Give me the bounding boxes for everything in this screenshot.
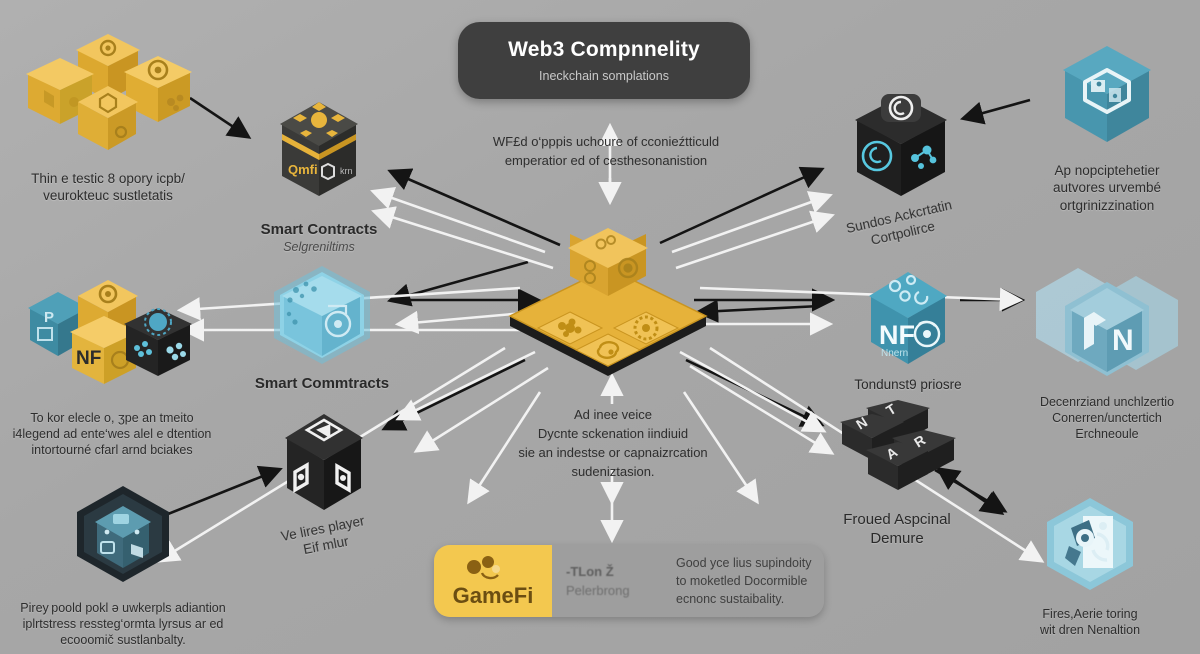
svg-text:NF: NF [879, 320, 915, 350]
svg-text:krn: krn [340, 166, 353, 176]
light-blue-robot-hex-icon [1047, 498, 1133, 590]
svg-text:Qmfi: Qmfi [288, 162, 318, 177]
node-label: Ve lires player Eif mlur [279, 513, 366, 558]
node-gold-cubes-cluster[interactable]: Thin e testic 8 opory icpb/ veurokteuc s… [8, 28, 208, 205]
svg-text:NF: NF [76, 348, 101, 369]
node-ve-lires-player[interactable]: Ve lires player Eif mlur [260, 406, 388, 557]
svg-text:N: N [1112, 324, 1134, 357]
banner-body-panel: -TLon Ž Pelerbrong Good yce lius supindo… [552, 545, 824, 617]
node-smart-contracts-dark[interactable]: Qmfi krn Smart Contracts Selgreniltims [248, 88, 390, 255]
dark-tech-hex-icon [77, 486, 169, 582]
dark-gold-cube-icon: Qmfi krn [280, 102, 358, 196]
layered-hex-cubes-icon: N [1036, 268, 1178, 376]
banner-brand: -TLon Ž Pelerbrong [566, 563, 630, 599]
page-subtitle: Ineckchain somplations [539, 69, 669, 83]
node-froued-aspcinal[interactable]: T N R A Froued Aspcinal Demure [822, 398, 972, 548]
node-tondunst9-priosre[interactable]: NF Nnern Tondunst9 priosre [838, 262, 978, 393]
dark-quad-blocks-icon: T N R A [840, 400, 956, 490]
node-label: Thin e testic 8 opory icpb/ veurokteuc s… [31, 171, 185, 204]
svg-text:Nnern: Nnern [881, 348, 908, 359]
blue-crystal-cube-icon [274, 266, 370, 364]
gamefi-banner[interactable]: GameFi -TLon Ž Pelerbrong Good yce lius … [434, 545, 824, 617]
node-label: Froued Aspcinal Demure [843, 511, 951, 548]
center-hub[interactable] [498, 228, 718, 376]
node-decenrziand-unchlzertio[interactable]: N Decenrziand unchlzertio Conerren/uncte… [1018, 262, 1196, 442]
gamefi-panel[interactable]: GameFi [434, 545, 552, 617]
node-label: Tondunst9 priosre [854, 377, 962, 392]
center-bottom-text: Ad inee veice Dycnte sckenation iindiuid… [518, 407, 708, 479]
node-label: Decenrziand unchlzertio Conerren/unctert… [1039, 395, 1175, 441]
node-sundos-ackcrtatin[interactable]: Sundos Ackcrtatin Cortpolirce [826, 86, 976, 248]
node-preypoold-hex[interactable]: Pirey poold pokl ə uwkerpls adiantion ip… [4, 482, 242, 648]
node-nft-mixed-cubes[interactable]: P NF [6, 276, 218, 458]
node-label: Smart Commtracts [254, 375, 390, 392]
gamefi-coins-icon [467, 556, 500, 580]
mixed-cubes-icon: P NF [28, 280, 192, 384]
dark-cyan-cube-icon [855, 94, 947, 196]
node-sublabel: Selgreniltims [283, 240, 355, 255]
center-top-text: WF£d o‘pppis uchoure of cconieźtticuld e… [492, 134, 720, 168]
node-label: Fires,Aerie toring wit dren Nenaltion [1039, 607, 1141, 637]
node-label: To kor elecle o, ʒpe an tmeito i4legend … [12, 411, 212, 457]
teal-cube-icon [1063, 46, 1151, 142]
page-title: Web3 Compnnelity [508, 38, 700, 61]
svg-text:P: P [44, 309, 54, 326]
nft-teal-cube-icon: NF Nnern [869, 272, 947, 364]
node-ap-nopciptehetier[interactable]: Ap nopciptehetier autvores urvembé ortgr… [1022, 38, 1192, 214]
title-pill: Web3 Compnnelity Ineckchain somplations [458, 22, 750, 99]
banner-body-text: Good yce lius supindoity to moketled Doc… [676, 555, 812, 607]
node-label: Ap nopciptehetier autvores urvembé ortgr… [1052, 163, 1162, 213]
node-label: Pirey poold pokl ə uwkerpls adiantion ip… [20, 601, 226, 647]
node-label: Smart Contracts [260, 221, 378, 238]
gamefi-label: GameFi [452, 583, 534, 608]
dark-player-cube-icon [285, 414, 363, 510]
node-smart-commtracts-blue[interactable]: Smart Commtracts [252, 262, 392, 393]
node-fires-aerie-toring[interactable]: Fires,Aerie toring wit dren Nenaltion [1000, 494, 1180, 638]
gold-hub-icon [508, 228, 708, 376]
gold-cubes-icon [25, 34, 192, 150]
